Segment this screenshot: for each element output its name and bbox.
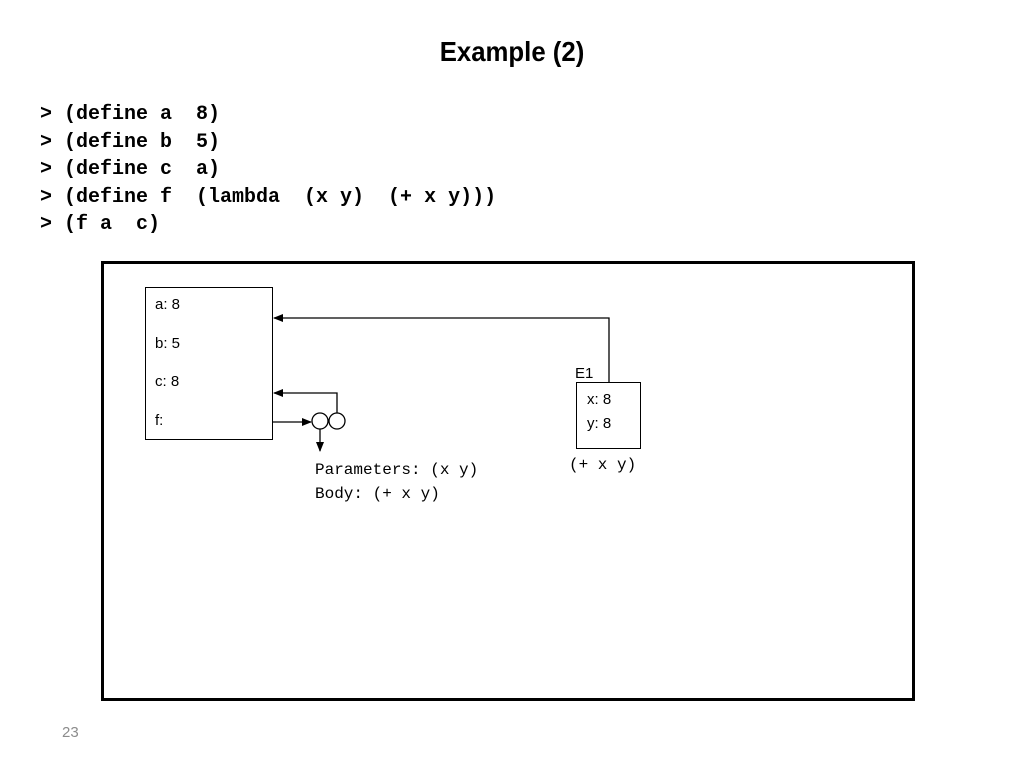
binding-f: f:	[155, 412, 164, 429]
procedure-env-circle	[328, 412, 346, 430]
code-line-define-f: > (define f (lambda (x y) (+ x y)))	[40, 185, 497, 209]
binding-c: c: 8	[155, 373, 180, 390]
code-line-define-b: > (define b 5)	[40, 130, 221, 154]
procedure-env-arrow	[273, 389, 338, 413]
procedure-code-circle	[311, 412, 329, 430]
frame-e1-label: E1	[575, 365, 594, 382]
code-line-call-f: > (f a c)	[40, 213, 161, 236]
slide-title: Example (2)	[439, 36, 585, 67]
global-environment	[145, 287, 273, 440]
diagram-frame	[101, 261, 915, 701]
e1-parent-arrow	[273, 314, 610, 382]
code-line-define-c: > (define c a)	[40, 158, 221, 181]
frame-e1	[576, 382, 641, 449]
binding-x: x: 8	[587, 391, 612, 408]
binding-a: a: 8	[155, 296, 181, 313]
binding-b: b: 5	[155, 335, 181, 352]
page-number: 23	[62, 724, 79, 741]
code-listing: > (define a 8) > (define b 5) > (define c …	[40, 101, 496, 239]
binding-y: y: 8	[587, 415, 612, 432]
procedure-body-label: Body: (+ x y)	[315, 485, 440, 503]
code-line-define-a: > (define a 8)	[40, 103, 221, 126]
procedure-parameters-label: Parameters: (x y)	[315, 461, 479, 479]
frame-e1-body-expression: (+ x y)	[569, 456, 637, 474]
